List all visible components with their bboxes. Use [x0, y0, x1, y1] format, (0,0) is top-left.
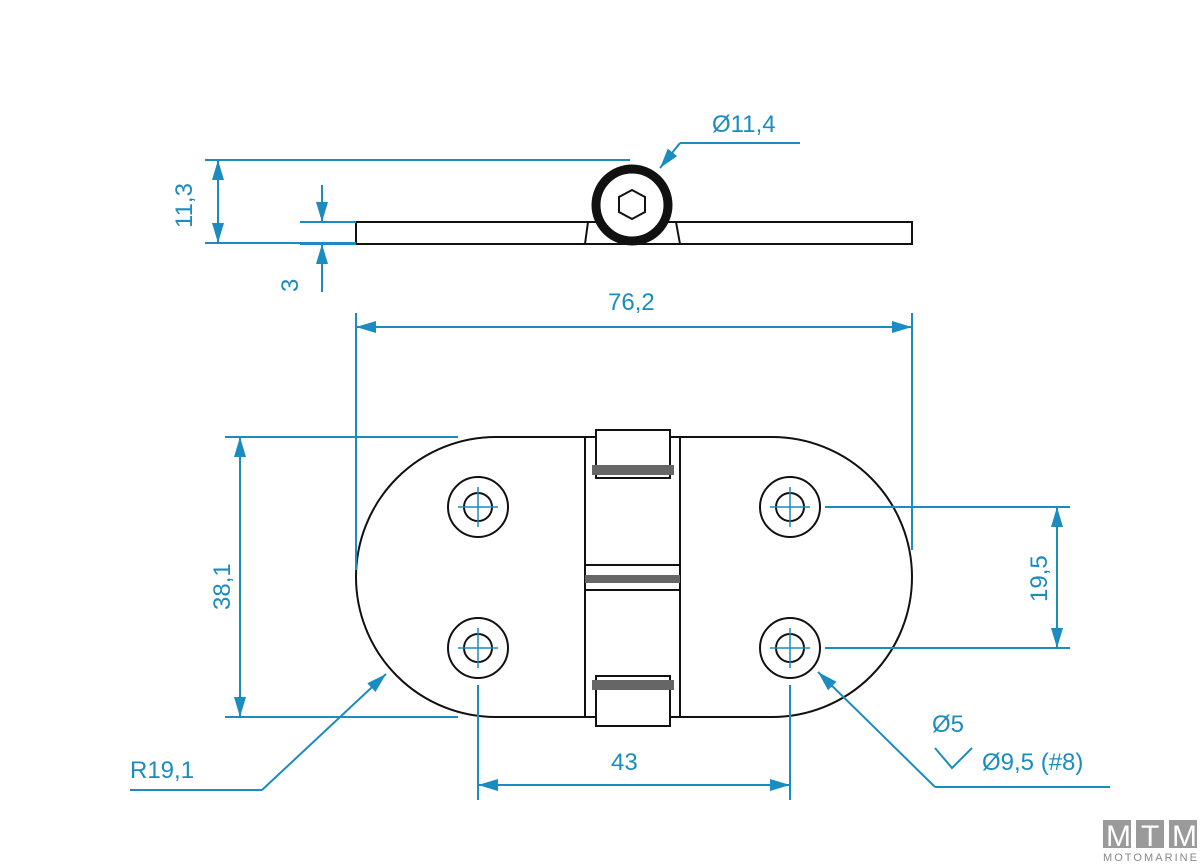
length-label: 76,2 [608, 289, 655, 316]
svg-text:MOTOMARINE: MOTOMARINE [1103, 852, 1197, 864]
side-view-dimensions: 11,3 3 Ø11,4 [171, 111, 800, 292]
countersink-label: Ø9,5 (#8) [982, 749, 1083, 776]
radius-label: R19,1 [130, 757, 194, 784]
plan-view [355, 429, 913, 727]
svg-text:M: M [1106, 820, 1131, 853]
hole-spacing-horizontal-label: 43 [611, 749, 638, 776]
motomarine-logo: M T M MOTOMARINE [1103, 820, 1197, 864]
mounting-holes [447, 476, 821, 679]
svg-text:T: T [1141, 820, 1159, 853]
thickness-label: 3 [277, 279, 304, 292]
hole-spacing-vertical-label: 19,5 [1026, 555, 1053, 602]
height-label: 11,3 [171, 183, 198, 228]
hole-diameter-label: Ø5 [932, 711, 964, 738]
pin-diameter-label: Ø11,4 [712, 111, 776, 138]
svg-text:M: M [1172, 820, 1197, 853]
side-view [355, 164, 913, 246]
width-label: 38,1 [209, 563, 236, 610]
plan-view-dimensions: 76,2 38,1 19,5 43 R19,1 Ø5 Ø9,5 (#8) [130, 289, 1110, 800]
